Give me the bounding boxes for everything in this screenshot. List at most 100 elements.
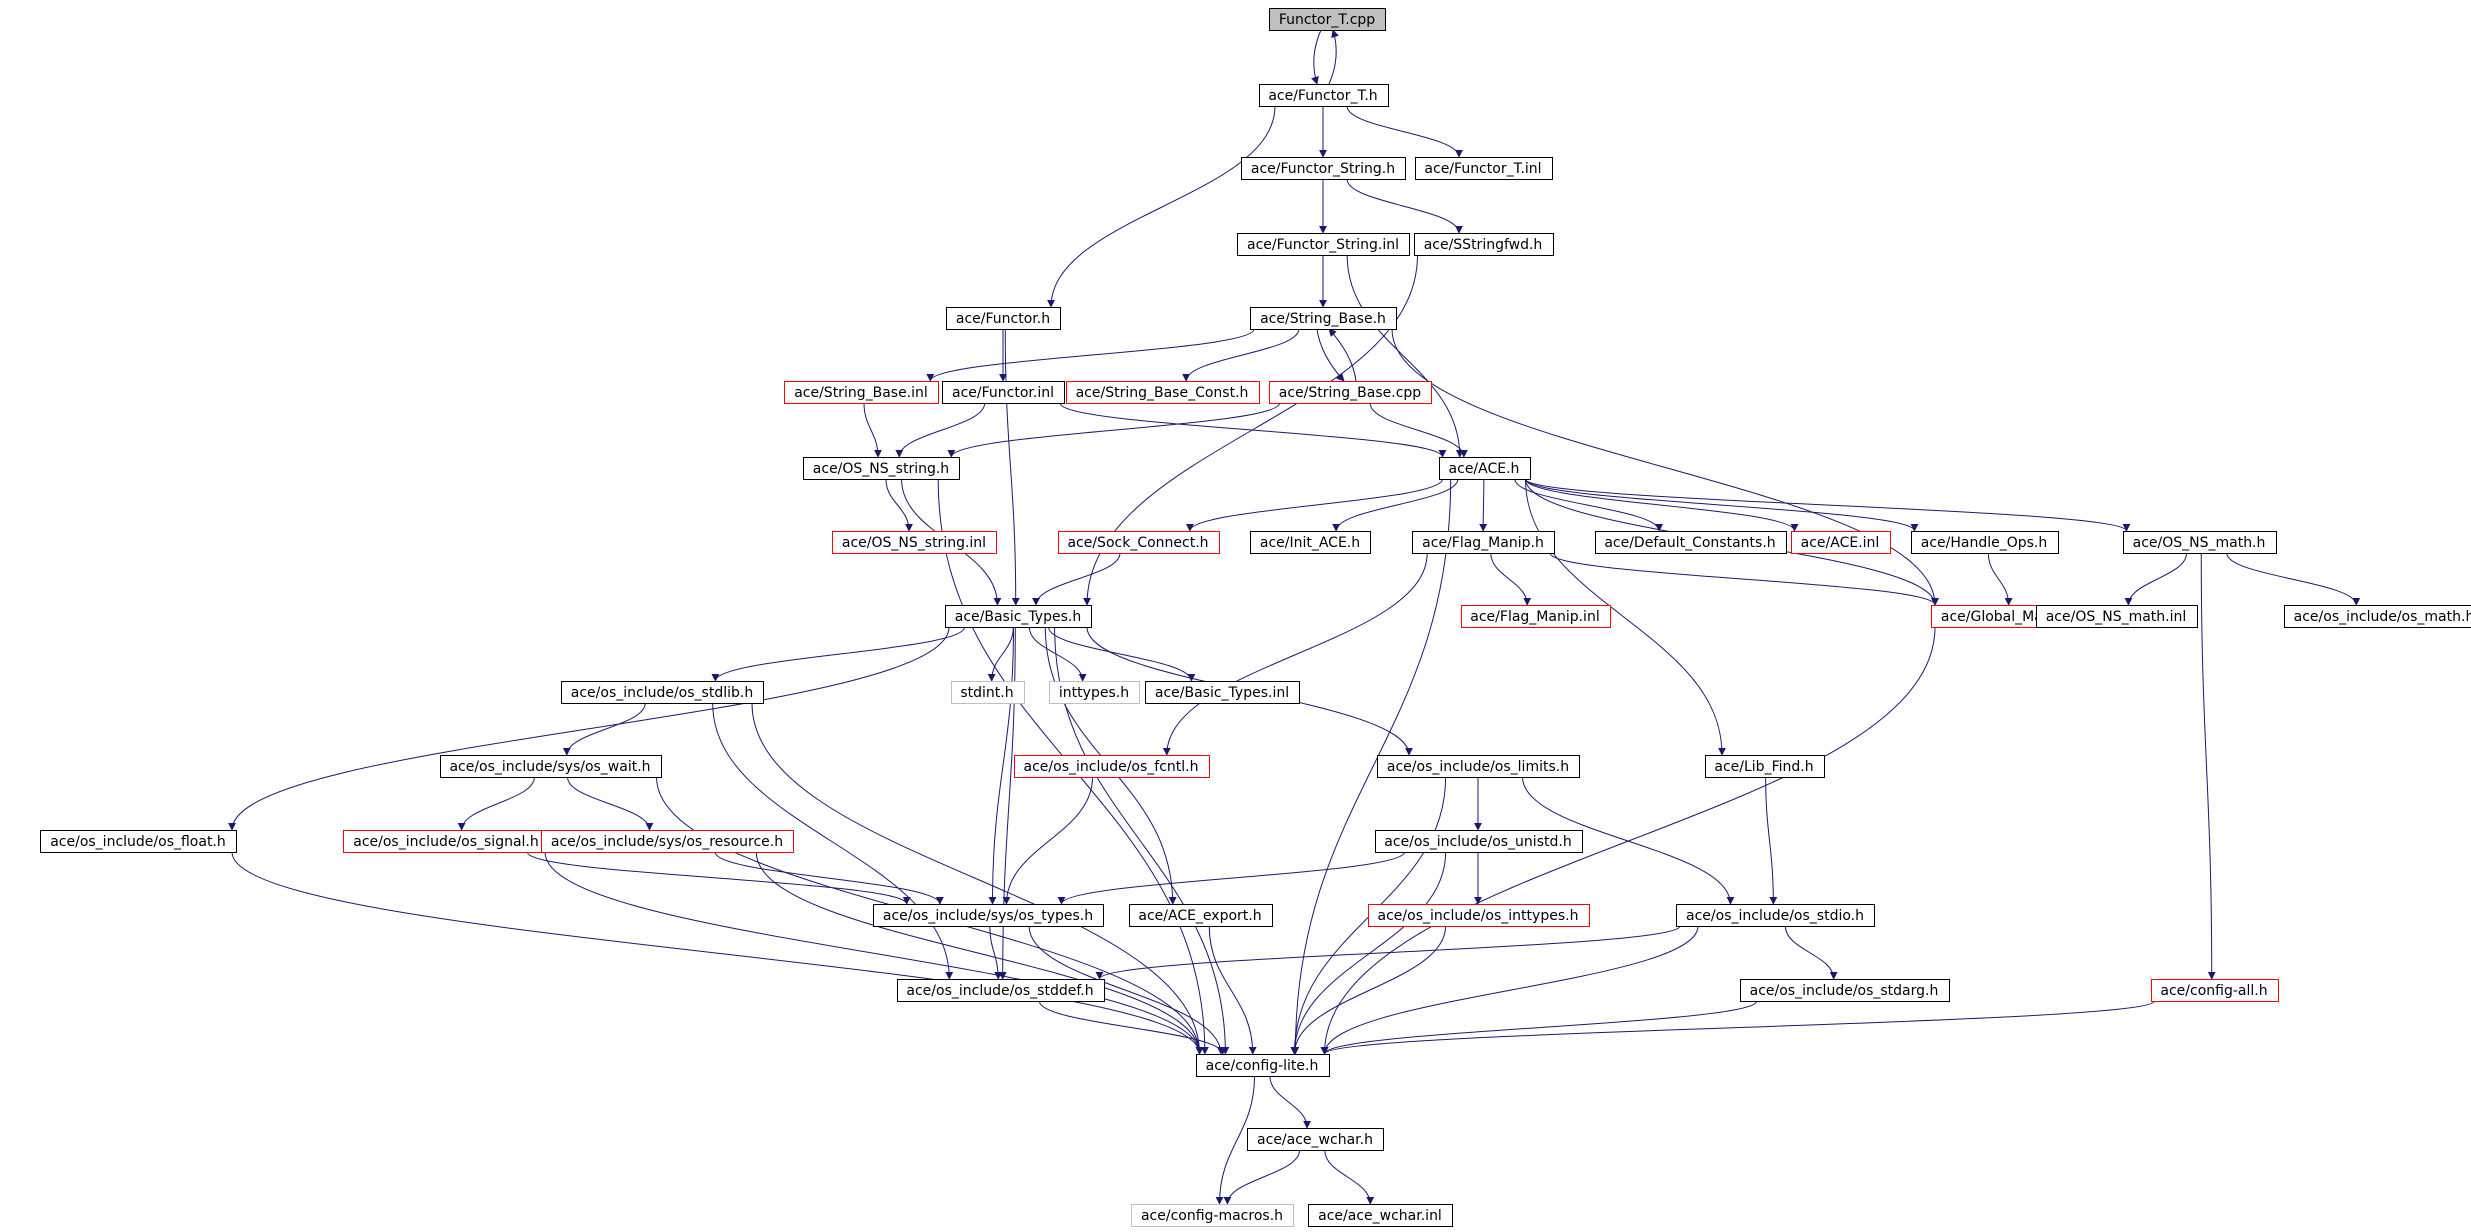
graph-edge: [1490, 552, 1532, 606]
graph-node-box: [832, 531, 997, 554]
graph-node-os-ns-string-inl[interactable]: ace/OS_NS_string.inl: [832, 531, 997, 554]
graph-edge: [1765, 776, 1778, 905]
graph-node-init-ace-h[interactable]: ace/Init_ACE.h: [1250, 531, 1371, 554]
graph-edge: [1346, 178, 1463, 234]
graph-node-os-resource-h[interactable]: ace/os_include/sys/os_resource.h: [541, 830, 794, 853]
graph-node-label: ace/ACE.inl: [1801, 535, 1880, 551]
graph-edge: [712, 702, 954, 980]
graph-node-label: ace/Basic_Types.inl: [1155, 685, 1289, 701]
graph-node-functor-t-h[interactable]: ace/Functor_T.h: [1259, 84, 1389, 107]
graph-node-label: ace/os_include/os_stdlib.h: [571, 685, 753, 701]
graph-node-box: [1058, 531, 1220, 554]
graph-edge: [1320, 1000, 2155, 1055]
graph-node-stdint-h[interactable]: stdint.h: [951, 681, 1025, 704]
graph-node-os-types-h[interactable]: ace/os_include/sys/os_types.h: [873, 904, 1104, 927]
graph-node-os-inttypes-h[interactable]: ace/os_include/os_inttypes.h: [1368, 904, 1590, 927]
graph-node-string-base-const-h[interactable]: ace/String_Base_Const.h: [1066, 381, 1260, 404]
graph-node-os-limits-h[interactable]: ace/os_include/os_limits.h: [1377, 755, 1580, 778]
graph-edge: [2226, 552, 2361, 606]
graph-node-sstringfwd-h[interactable]: ace/SStringfwd.h: [1414, 233, 1554, 256]
graph-node-label: ace/os_include/os_inttypes.h: [1378, 908, 1579, 924]
graph-edge: [1291, 478, 1452, 1055]
graph-node-os-ns-string-h[interactable]: ace/OS_NS_string.h: [803, 457, 960, 480]
graph-node-box: [1414, 233, 1554, 256]
graph-node-os-math-h[interactable]: ace/os_include/os_math.h: [2284, 605, 2471, 628]
graph-node-functor-t-cpp[interactable]: Functor_T.cpp: [1269, 8, 1386, 31]
graph-node-string-base-cpp[interactable]: ace/String_Base.cpp: [1269, 381, 1432, 404]
graph-node-box: [1595, 531, 1787, 554]
graph-node-basic-types-inl[interactable]: ace/Basic_Types.inl: [1145, 681, 1300, 704]
graph-node-label: ace/ACE_export.h: [1138, 908, 1261, 924]
graph-edge: [1784, 925, 1838, 980]
graph-node-ace-inl[interactable]: ace/ACE.inl: [1791, 531, 1891, 554]
graph-node-label: ace/Flag_Manip.h: [1422, 535, 1544, 551]
graph-edge: [1215, 1075, 1255, 1205]
graph-node-string-base-inl[interactable]: ace/String_Base.inl: [784, 381, 939, 404]
graph-edge: [1525, 478, 1919, 532]
graph-node-ace-export-h[interactable]: ace/ACE_export.h: [1129, 904, 1273, 927]
graph-node-label: ace/Functor_String.h: [1251, 161, 1395, 177]
graph-node-config-macros-h[interactable]: ace/config-macros.h: [1131, 1204, 1294, 1227]
graph-node-box: [1461, 605, 1611, 628]
graph-node-os-ns-math-h[interactable]: ace/OS_NS_math.h: [2123, 531, 2277, 554]
graph-node-functor-h[interactable]: ace/Functor.h: [946, 307, 1061, 330]
graph-node-os-unistd-h[interactable]: ace/os_include/os_unistd.h: [1375, 830, 1583, 853]
graph-node-os-signal-h[interactable]: ace/os_include/os_signal.h: [343, 830, 550, 853]
graph-node-os-float-h[interactable]: ace/os_include/os_float.h: [40, 830, 237, 853]
graph-node-os-ns-math-inl[interactable]: ace/OS_NS_math.inl: [2036, 605, 2198, 628]
graph-node-label: ace/String_Base.inl: [794, 385, 928, 401]
graph-node-config-all-h[interactable]: ace/config-all.h: [2151, 979, 2279, 1002]
graph-node-lib-find-h[interactable]: ace/Lib_Find.h: [1705, 755, 1825, 778]
graph-node-box: [942, 381, 1065, 404]
graph-node-os-stddef-h[interactable]: ace/os_include/os_stddef.h: [897, 979, 1105, 1002]
graph-node-label: ace/String_Base_Const.h: [1076, 385, 1249, 401]
graph-edge: [1316, 328, 1345, 382]
graph-node-label: ace/OS_NS_string.inl: [842, 535, 986, 551]
graph-node-label: ace/config-all.h: [2160, 983, 2267, 999]
graph-node-label: ace/os_include/os_unistd.h: [1384, 834, 1571, 850]
graph-node-label: ace/OS_NS_math.h: [2133, 535, 2266, 551]
graph-node-string-base-h[interactable]: ace/String_Base.h: [1250, 307, 1397, 330]
graph-node-config-lite-h[interactable]: ace/config-lite.h: [1196, 1054, 1330, 1077]
graph-node-os-fcntl-h[interactable]: ace/os_include/os_fcntl.h: [1014, 755, 1210, 778]
graph-node-default-constants-h[interactable]: ace/Default_Constants.h: [1595, 531, 1787, 554]
graph-node-functor-inl[interactable]: ace/Functor.inl: [942, 381, 1065, 404]
graph-node-os-stdarg-h[interactable]: ace/os_include/os_stdarg.h: [1740, 979, 1950, 1002]
graph-node-label: ace/ace_wchar.inl: [1318, 1208, 1442, 1224]
graph-edge: [947, 402, 1281, 458]
graph-node-functor-t-inl[interactable]: ace/Functor_T.inl: [1415, 157, 1553, 180]
graph-node-basic-types-h[interactable]: ace/Basic_Types.h: [945, 605, 1092, 628]
graph-node-label: ace/ace_wchar.h: [1257, 1132, 1373, 1148]
graph-node-box: [784, 381, 939, 404]
graph-node-label: ace/os_include/os_signal.h: [353, 834, 539, 850]
graph-node-os-stdlib-h[interactable]: ace/os_include/os_stdlib.h: [561, 681, 764, 704]
graph-node-box: [1129, 904, 1273, 927]
graph-node-sock-connect-h[interactable]: ace/Sock_Connect.h: [1058, 531, 1220, 554]
graph-node-handle-ops-h[interactable]: ace/Handle_Ops.h: [1911, 531, 2059, 554]
graph-edge: [755, 851, 1204, 1055]
graph-node-functor-string-h[interactable]: ace/Functor_String.h: [1241, 157, 1406, 180]
graph-node-label: ace/Handle_Ops.h: [1921, 535, 2048, 551]
graph-node-functor-string-inl[interactable]: ace/Functor_String.inl: [1237, 233, 1410, 256]
graph-node-os-stdio-h[interactable]: ace/os_include/os_stdio.h: [1676, 904, 1875, 927]
graph-edge: [231, 851, 1204, 1055]
graph-node-label: ace/Functor_T.h: [1268, 88, 1377, 104]
graph-node-box: [440, 755, 662, 778]
graph-node-os-wait-h[interactable]: ace/os_include/sys/os_wait.h: [440, 755, 662, 778]
graph-node-label: ace/os_include/os_stdio.h: [1686, 908, 1864, 924]
graph-node-inttypes-h[interactable]: inttypes.h: [1049, 681, 1140, 704]
graph-edge: [1032, 552, 1121, 606]
graph-edge: [1095, 925, 1681, 980]
graph-node-label: Functor_T.cpp: [1279, 12, 1375, 28]
graph-edge: [1522, 776, 1735, 905]
graph-node-ace-h[interactable]: ace/ACE.h: [1439, 457, 1531, 480]
graph-node-flag-manip-h[interactable]: ace/Flag_Manip.h: [1412, 531, 1555, 554]
graph-edge: [2200, 552, 2216, 980]
graph-node-label: ace/OS_NS_string.h: [813, 461, 949, 477]
graph-node-box: [1791, 531, 1891, 554]
graph-node-ace-wchar-inl[interactable]: ace/ace_wchar.inl: [1308, 1204, 1453, 1227]
graph-edge: [885, 478, 914, 532]
graph-node-ace-wchar-h[interactable]: ace/ace_wchar.h: [1247, 1128, 1384, 1151]
graph-node-flag-manip-inl[interactable]: ace/Flag_Manip.inl: [1461, 605, 1611, 628]
